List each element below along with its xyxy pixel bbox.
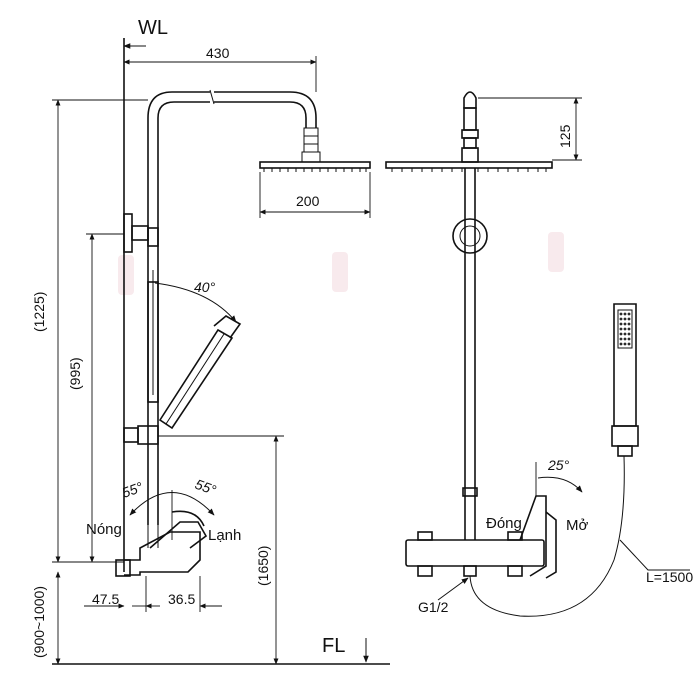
shower-head-front	[385, 161, 553, 169]
angle-arc-40	[154, 282, 237, 323]
dim-430-text: 430	[206, 45, 230, 61]
dim-995-text: (995)	[67, 357, 83, 390]
hose-length-label: L=1500	[646, 569, 693, 585]
front-wall-bracket	[452, 218, 488, 254]
dim-1650-text: (1650)	[255, 546, 271, 586]
side-view	[52, 38, 390, 665]
hot-label: Nóng	[86, 521, 122, 538]
fl-label: FL	[322, 635, 345, 657]
hose-label-leader	[619, 539, 690, 571]
watermark	[118, 232, 564, 295]
hand-shower-nozzles	[619, 312, 631, 346]
close-label: Đóng	[486, 515, 522, 532]
front-pipe-joint	[462, 487, 478, 497]
dim-200-text: 200	[296, 193, 320, 209]
shower-head-front-nozzles	[391, 168, 547, 172]
dim-1225-text: (1225)	[31, 292, 47, 332]
angle-55-cold-text: 55°	[193, 476, 219, 498]
dim-125-text: 125	[557, 124, 573, 148]
hose	[469, 455, 625, 617]
arm-end-curve-inner	[289, 101, 307, 128]
shower-head-nozzles	[263, 168, 367, 172]
wl-label: WL	[138, 17, 168, 39]
thread-label: G1/2	[418, 599, 449, 615]
angle-40-text: 40°	[194, 279, 216, 295]
dim-900-1000-text: (900~1000)	[31, 586, 47, 658]
head-connector	[301, 127, 321, 163]
shower-head-side	[259, 161, 371, 169]
angle-55-hot-text: 55°	[120, 478, 146, 500]
hand-shower-holder	[123, 425, 159, 445]
dim-36-5-text: 36.5	[168, 591, 195, 607]
open-label: Mở	[566, 517, 588, 534]
arm-outer-curve	[147, 91, 210, 119]
arm-end-curve-outer	[289, 91, 317, 128]
hand-shower-front	[611, 303, 639, 457]
angle-25-text: 25°	[547, 457, 570, 473]
mixer-valve-side	[115, 510, 208, 577]
wall-bracket	[123, 213, 159, 253]
g12-pointer	[437, 577, 469, 601]
hand-shower-tilted	[158, 315, 242, 430]
angle-arc-25	[537, 476, 583, 493]
cold-label: Lạnh	[208, 527, 241, 544]
dim-47-5-text: 47.5	[92, 591, 119, 607]
top-finial	[461, 91, 479, 163]
arm-inner-curve	[157, 101, 210, 119]
mixer-valve-front	[405, 495, 557, 579]
front-view	[385, 91, 690, 617]
